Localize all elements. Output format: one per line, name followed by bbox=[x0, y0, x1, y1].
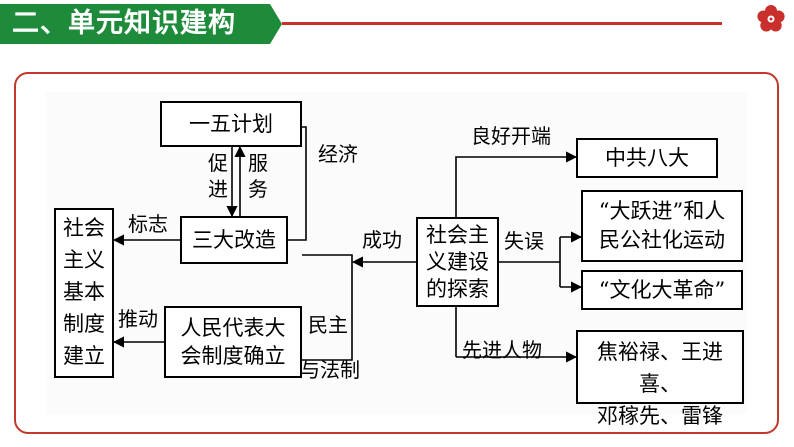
exploration-line-1: 社会主 bbox=[426, 223, 489, 247]
rule-of-law-label: 与法制 bbox=[300, 358, 360, 382]
basic-system-line-2: 主义 bbox=[63, 248, 105, 272]
five-year-plan-label: 一五计划 bbox=[189, 112, 273, 136]
figures-line-2: 邓稼先、雷锋 bbox=[597, 404, 723, 428]
democracy-label: 民主 bbox=[308, 313, 348, 337]
basic-system-line-1: 社会 bbox=[63, 216, 105, 240]
npc-line-2: 会制度确立 bbox=[180, 344, 286, 368]
exploration-box: 社会主 义建设 的探索 bbox=[416, 217, 499, 307]
economy-bracket bbox=[288, 126, 307, 241]
exploration-trunk bbox=[455, 151, 578, 217]
success-label: 成功 bbox=[362, 228, 402, 252]
great-leap-line-2: 民公社化运动 bbox=[599, 228, 725, 252]
good-start-label: 良好开端 bbox=[471, 124, 551, 148]
figures-line-1: 焦裕禄、王进喜、 bbox=[597, 340, 723, 396]
exploration-line-3: 的探索 bbox=[426, 277, 489, 301]
five-year-plan-box: 一五计划 bbox=[160, 101, 302, 147]
basic-system-line-3: 基本 bbox=[63, 280, 105, 304]
basic-system-line-5: 建立 bbox=[63, 344, 105, 368]
three-reforms-label: 三大改造 bbox=[192, 228, 276, 252]
plum-blossom-icon bbox=[757, 5, 785, 32]
basic-system-line-4: 制度 bbox=[63, 312, 105, 336]
great-leap-line-1: “大跃进”和人 bbox=[598, 199, 726, 223]
eighth-congress-box: 中共八大 bbox=[576, 138, 718, 178]
three-reforms-box: 三大改造 bbox=[180, 216, 288, 264]
npc-line-1: 人民代表大 bbox=[180, 316, 286, 340]
eighth-congress-label: 中共八大 bbox=[605, 146, 689, 170]
symbol-label: 标志 bbox=[128, 212, 168, 236]
cultural-revolution-box: “文化大革命” bbox=[581, 270, 743, 310]
promote-label: 促进 bbox=[208, 151, 228, 201]
exploration-line-2: 义建设 bbox=[426, 250, 489, 274]
great-leap-box: “大跃进”和人 民公社化运动 bbox=[581, 190, 743, 262]
advanced-figures-box: 焦裕禄、王进喜、 邓稼先、雷锋 bbox=[576, 330, 744, 428]
serve-label: 服务 bbox=[248, 151, 268, 201]
push-label: 推动 bbox=[118, 307, 158, 331]
economy-label: 经济 bbox=[318, 142, 358, 166]
npc-system-box: 人民代表大 会制度确立 bbox=[164, 306, 302, 378]
democracy-bracket bbox=[302, 254, 353, 361]
section-header-bar bbox=[0, 4, 282, 44]
cultural-revolution-label: “文化大革命” bbox=[598, 278, 726, 302]
basic-system-box: 社会 主义 基本 制度 建立 bbox=[54, 208, 114, 378]
section-title: 二、单元知识建构 bbox=[12, 8, 236, 39]
mistakes-label: 失误 bbox=[504, 229, 544, 253]
advanced-figures-label: 先进人物 bbox=[462, 338, 542, 362]
header-divider-line bbox=[282, 22, 722, 25]
